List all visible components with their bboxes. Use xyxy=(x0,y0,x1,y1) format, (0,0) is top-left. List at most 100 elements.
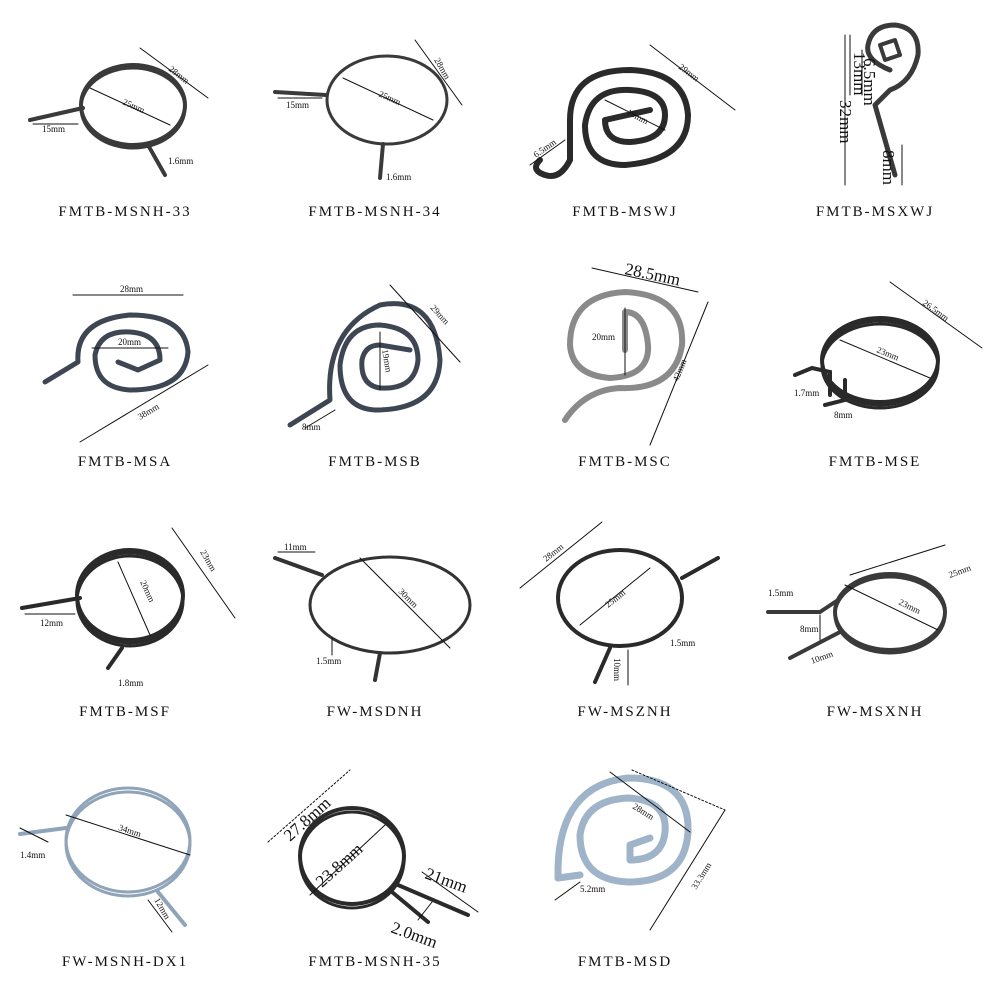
product-card: 28mm 25mm 1.5mm 10mm FW-MSZNH xyxy=(500,500,750,750)
dimension-label: 25mm xyxy=(121,97,146,115)
product-code: FMTB-MSNH-33 xyxy=(58,204,192,220)
dimension-label: 13mm xyxy=(850,52,869,95)
spring-illustration: 13mm 6.5mm 32mm 8mm xyxy=(836,22,921,186)
product-card: 13mm 6.5mm 32mm 8mm FMTB-MSXWJ xyxy=(750,0,1000,250)
dimension-label: 25mm xyxy=(947,563,972,580)
spring-illustration: 28mm 25mm 15mm 1.6mm xyxy=(273,39,463,182)
product-card: 29mm 19mm 6.5mm FMTB-MSWJ xyxy=(500,0,750,250)
dimension-label: 29mm xyxy=(677,62,701,84)
dimension-label: 20mm xyxy=(138,579,157,604)
dimension-label: 21mm xyxy=(423,864,470,897)
spring-illustration: 34mm 1.4mm 12mm xyxy=(18,786,192,933)
product-card: 28mm 5.2mm 33.3mm FMTB-MSD xyxy=(500,750,750,1000)
dimension-label: 28.5mm xyxy=(623,259,682,289)
product-code: FMTB-MSA xyxy=(77,454,173,470)
spring-illustration: 23mm 20mm 12mm 1.8mm xyxy=(20,527,236,688)
spring-coil xyxy=(833,572,947,652)
product-card: 29mm 19mm 8mm FMTB-MSB xyxy=(250,250,500,500)
spring-illustration: 1.5mm 23mm 25mm 8mm 10mm xyxy=(766,544,972,666)
dimension-label: 19mm xyxy=(380,349,394,373)
product-code: FW-MSDNH xyxy=(326,704,424,720)
dimension-label: 8mm xyxy=(302,422,321,432)
dimension-label: 23mm xyxy=(897,597,922,616)
spring-illustration: 28mm 25mm 1.5mm 10mm xyxy=(519,521,720,686)
spring-illustration: 26.5mm 23mm 1.7mm 8mm xyxy=(793,281,983,420)
spring-coil xyxy=(325,54,449,146)
spring-coil xyxy=(878,38,902,62)
spring-illustration: 28mm 20mm 38mm xyxy=(42,284,209,443)
product-card: 28.5mm 20mm 42mm FMTB-MSC xyxy=(500,250,750,500)
product-card: 23mm 20mm 12mm 1.8mm FMTB-MSF xyxy=(0,500,250,750)
dimension-label: 1.5mm xyxy=(670,638,695,648)
product-code: FMTB-MSNH-35 xyxy=(308,954,442,970)
product-code: FMTB-MSE xyxy=(828,454,922,470)
product-code: FW-MSXNH xyxy=(826,704,924,720)
product-code: FMTB-MSC xyxy=(578,454,672,470)
spring-coil xyxy=(554,774,692,886)
dimension-label: 1.6mm xyxy=(168,156,193,166)
dimension-label: 25mm xyxy=(603,588,627,610)
dimension-label: 28mm xyxy=(120,284,143,294)
product-card: 26.5mm 23mm 1.7mm 8mm FMTB-MSE xyxy=(750,250,1000,500)
dimension-label: 10mm xyxy=(809,649,834,666)
product-code: FW-MSZNH xyxy=(577,704,673,720)
spring-coil xyxy=(533,67,691,179)
product-card: 34mm 1.4mm 12mm FW-MSNH-DX1 xyxy=(0,750,250,1000)
dimension-label: 12mm xyxy=(40,618,63,628)
product-code: FMTB-MSNH-34 xyxy=(308,204,442,220)
dimension-label: 15mm xyxy=(286,100,309,110)
product-card: 28mm 25mm 15mm 1.6mm FMTB-MSNH-33 xyxy=(0,0,250,250)
dimension-label: 15mm xyxy=(42,124,65,134)
product-code: FW-MSNH-DX1 xyxy=(61,954,189,970)
spring-coil xyxy=(820,316,940,404)
spring-coil xyxy=(556,548,684,648)
product-code: FMTB-MSXWJ xyxy=(815,204,935,220)
product-card: 1.5mm 23mm 25mm 8mm 10mm FW-MSXNH xyxy=(750,500,1000,750)
product-code: FMTB-MSF xyxy=(79,704,171,720)
dimension-label: 34mm xyxy=(117,822,142,839)
dimension-label: 1.4mm xyxy=(20,850,45,860)
product-card: 28mm 25mm 15mm 1.6mm FMTB-MSNH-34 xyxy=(250,0,500,250)
spring-illustration: 28mm 5.2mm 33.3mm xyxy=(554,769,726,931)
dimension-label: 1.8mm xyxy=(118,678,143,688)
spring-illustration: 28mm 25mm 15mm 1.6mm xyxy=(28,47,209,177)
dimension-label: 38mm xyxy=(136,401,161,421)
dimension-label: 20mm xyxy=(592,332,615,342)
spring-coil xyxy=(308,555,472,655)
dimension-label: 5.2mm xyxy=(580,884,605,894)
dimension-label: 33.3mm xyxy=(689,861,713,892)
spring-illustration: 30mm 11mm 1.5mm xyxy=(273,542,472,682)
spring-illustration: 29mm 19mm 6.5mm xyxy=(529,44,736,179)
dimension-label: 11mm xyxy=(284,542,307,552)
dimension-label: 1.5mm xyxy=(316,656,341,666)
dimension-label: 20mm xyxy=(118,337,141,347)
spring-coil xyxy=(42,312,191,393)
dimension-label: 10mm xyxy=(612,658,622,681)
dimension-label: 28mm xyxy=(541,542,565,564)
spring-illustration: 28.5mm 20mm 42mm xyxy=(562,259,709,446)
dimension-label: 42mm xyxy=(671,358,689,383)
product-card: 27.8mm 23.8mm 21mm 2.0mm FMTB-MSNH-35 xyxy=(250,750,500,1000)
dimension-label: 8mm xyxy=(879,150,898,185)
product-card: 28mm 20mm 38mm FMTB-MSA xyxy=(0,250,250,500)
dimension-label: 25mm xyxy=(377,89,402,107)
product-code: FMTB-MSB xyxy=(328,454,422,470)
dimension-label: 26.5mm xyxy=(921,298,951,324)
dimension-label: 8mm xyxy=(834,410,853,420)
spring-illustration: 27.8mm 23.8mm 21mm 2.0mm xyxy=(267,769,479,952)
spring-coil xyxy=(562,289,686,423)
spring-coil xyxy=(75,548,185,642)
spring-coil xyxy=(64,786,192,894)
dimension-label: 8mm xyxy=(800,624,819,634)
dimension-label: 1.5mm xyxy=(768,588,793,598)
dimension-label: 1.7mm xyxy=(794,388,819,398)
dimension-label: 32mm xyxy=(836,100,855,143)
dimension-label: 23.8mm xyxy=(312,839,366,891)
product-card: 30mm 11mm 1.5mm FW-MSDNH xyxy=(250,500,500,750)
dimension-label: 2.0mm xyxy=(389,918,440,952)
product-code: FMTB-MSD xyxy=(577,954,673,970)
spring-coil xyxy=(287,301,443,428)
dimension-label: 1.6mm xyxy=(386,172,411,182)
dimension-label: 6.5mm xyxy=(860,58,879,106)
